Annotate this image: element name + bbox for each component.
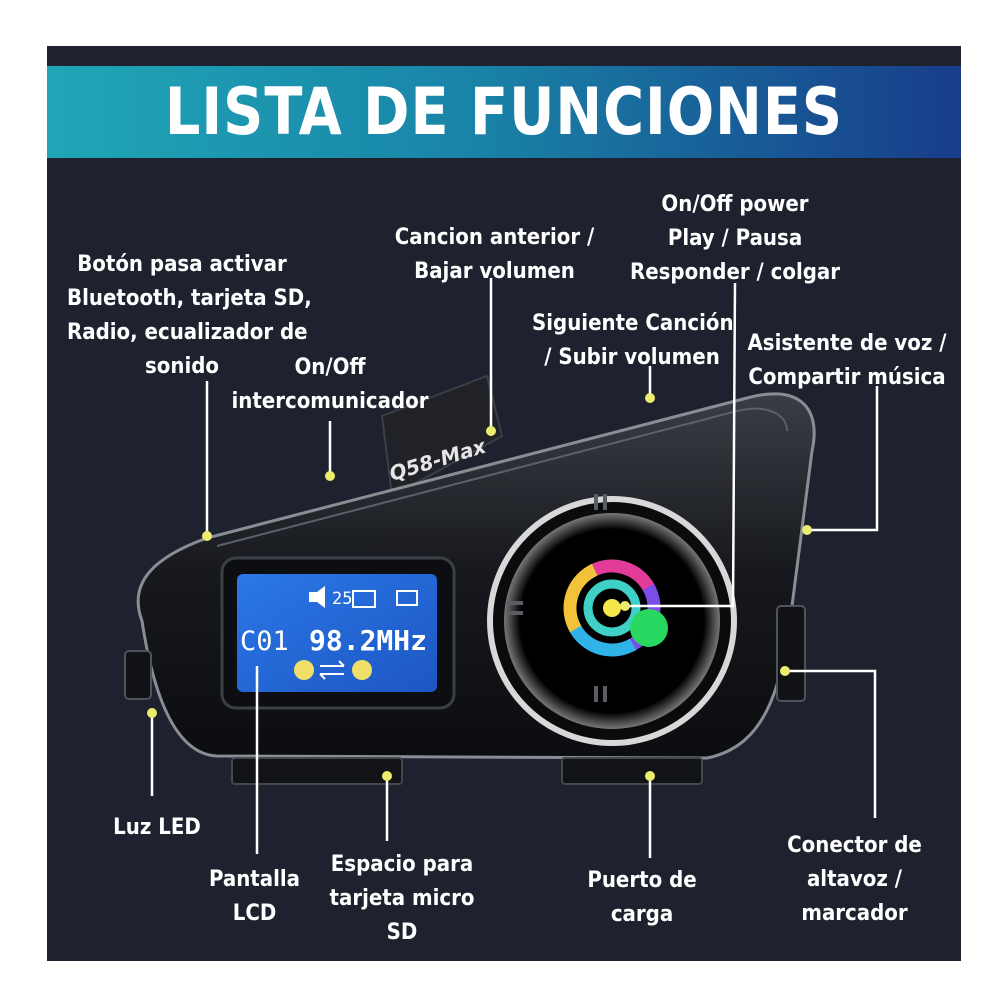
label-next-button: Siguiente Canción/ Subir volumen — [532, 311, 734, 370]
label-led-light: Luz LED — [113, 815, 201, 840]
led-side — [124, 650, 152, 700]
right-connector — [776, 605, 806, 702]
title-bar: LISTA DE FUNCIONES — [47, 66, 961, 158]
dial-green-dot — [630, 609, 668, 647]
infographic-panel: Q58-Max — [47, 46, 961, 961]
lcd-channel: C01 — [240, 626, 289, 657]
dial-inner — [504, 513, 720, 729]
bottom-slot-left — [231, 757, 403, 785]
label-previous-button: Cancion anterior /Bajar volumen — [394, 225, 595, 284]
lcd-frequency: 98.2MHz — [309, 624, 428, 657]
callout-lines — [150, 278, 879, 858]
label-voice-assistant: Asistente de voz /Compartir música — [747, 331, 947, 390]
top-ridge — [216, 407, 788, 547]
bottom-slot-right — [561, 757, 703, 785]
page-title: LISTA DE FUNCIONES — [164, 73, 844, 150]
lcd-screen — [237, 574, 437, 692]
rear-clip — [380, 374, 504, 498]
lcd-volume: 25 — [332, 589, 353, 609]
callout-dots — [147, 393, 812, 781]
device-illustration: Q58-Max — [124, 278, 879, 858]
